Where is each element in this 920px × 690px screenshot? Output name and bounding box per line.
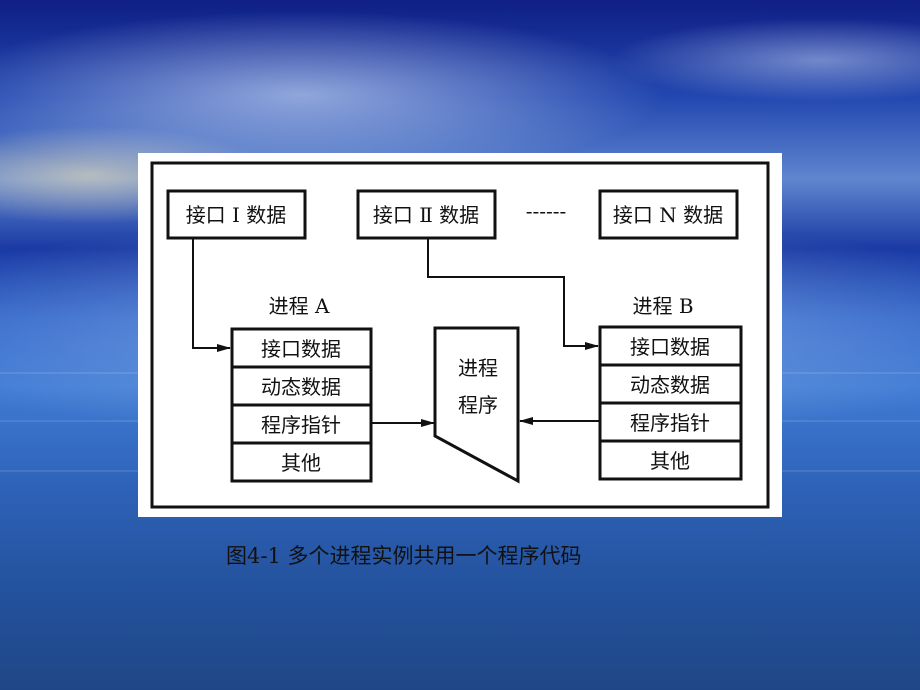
process-a-row: 动态数据 [261,375,341,399]
process-b-row: 其他 [650,449,690,473]
program-label-line2: 程序 [458,393,498,417]
interface-1-box: 接口 Ⅰ 数据 [166,189,307,240]
process-b-row: 程序指针 [630,411,710,435]
figure-panel: 接口 Ⅰ 数据 接口 Ⅱ 数据 ------ 接口 N 数据 进程 A 接口数据… [138,153,782,517]
arrow-interface2-to-process-b [427,238,599,350]
arrow-interface1-to-process-a [192,238,231,352]
interface-n-label: 接口 N 数据 [613,203,723,227]
interface-2-label: 接口 Ⅱ 数据 [373,203,479,227]
process-b-row: 接口数据 [630,335,710,359]
outer-frame [150,161,770,509]
figure-caption: 图4-1 多个进程实例共用一个程序代码 [226,544,582,568]
process-b-label: 进程 B [632,294,693,318]
process-a-label: 进程 A [269,294,330,318]
process-a-row: 接口数据 [261,337,341,361]
program-block: 进程 程序 [433,326,520,484]
process-b-table: 接口数据 动态数据 程序指针 其他 [598,325,743,481]
process-a-table: 接口数据 动态数据 程序指针 其他 [230,327,373,483]
interface-2-box: 接口 Ⅱ 数据 [356,189,497,240]
ellipsis-dashes: ------ [526,199,567,223]
process-diagram: 接口 Ⅰ 数据 接口 Ⅱ 数据 ------ 接口 N 数据 进程 A 接口数据… [150,161,770,509]
process-a-row: 程序指针 [261,413,341,437]
interface-1-label: 接口 Ⅰ 数据 [186,203,287,227]
process-a-row: 其他 [281,451,321,475]
program-label-line1: 进程 [458,356,498,380]
interface-n-box: 接口 N 数据 [598,189,739,240]
process-b-row: 动态数据 [630,373,710,397]
